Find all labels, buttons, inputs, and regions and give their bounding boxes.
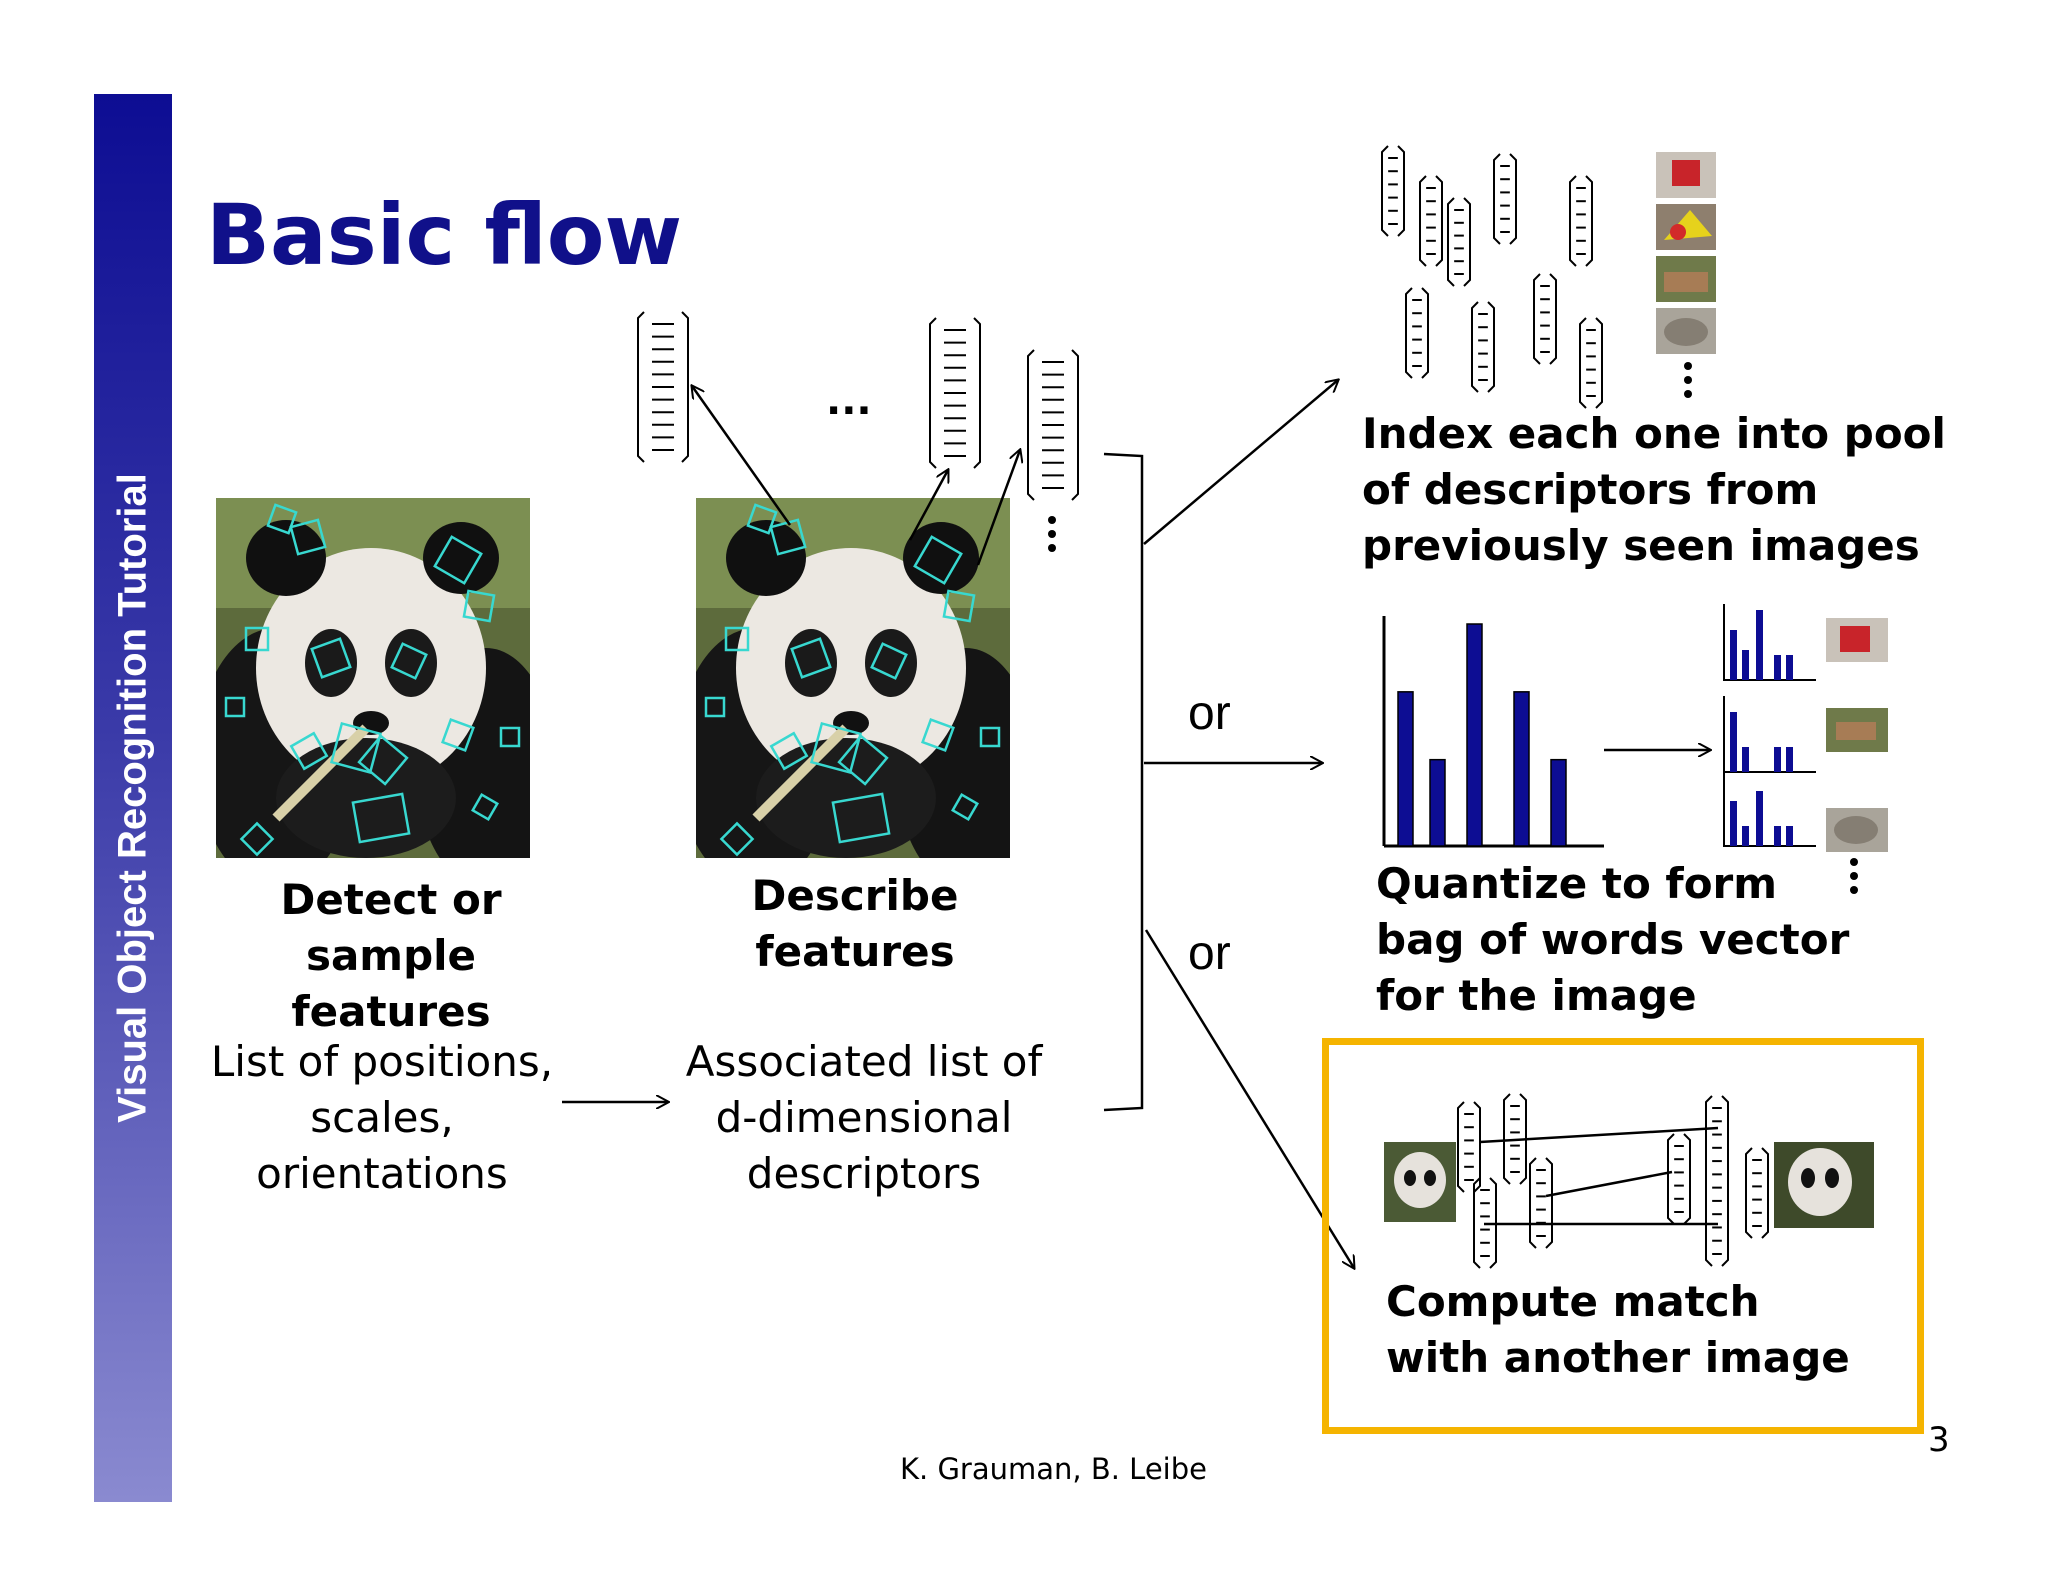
descriptor-ellipsis: ...	[826, 378, 872, 424]
arrow-to-descriptor-2	[908, 470, 948, 541]
match-descriptor-3	[1473, 1177, 1497, 1269]
detect-features-label: Detect or sample features	[280, 875, 502, 1036]
histogram-thumbnails	[1826, 618, 1888, 852]
panda-photo-describe	[696, 498, 1010, 858]
match-descriptor-5	[1667, 1133, 1691, 1225]
database-thumbnails	[1656, 152, 1716, 354]
match-line-2	[1545, 1170, 1673, 1198]
pool-descriptor-5	[1569, 175, 1593, 267]
pool-descriptor-2	[1419, 175, 1443, 267]
panda-image-detect	[216, 498, 530, 858]
options-bracket	[1103, 452, 1144, 1112]
pool-descriptor-8	[1533, 273, 1557, 365]
quantize-option-label: Quantize to form bag of words vector for…	[1376, 859, 1850, 1020]
descriptor-vector-2	[929, 317, 981, 469]
positions-description: List of positions, scales, orientations	[210, 1037, 554, 1198]
or-label-2: or	[1188, 927, 1231, 980]
pool-descriptor-4	[1493, 153, 1517, 245]
pool-descriptor-3	[1447, 197, 1471, 287]
pool-descriptor-6	[1405, 287, 1429, 379]
database-histogram-2	[1723, 696, 1816, 773]
match-illustration	[1384, 1126, 1874, 1228]
pool-descriptor-9	[1579, 317, 1603, 409]
database-histogram-1	[1723, 604, 1816, 681]
descriptors-description: Associated list of d-dimensional descrip…	[685, 1037, 1043, 1198]
match-line-1	[1479, 1126, 1719, 1144]
vertical-ellipsis-descriptors	[1048, 516, 1056, 552]
panda-image-describe	[696, 498, 1010, 858]
descriptor-vectors	[637, 145, 1769, 1269]
vertical-ellipsis-database	[1684, 362, 1692, 398]
match-descriptor-7	[1745, 1147, 1769, 1239]
arrow-to-match	[1144, 929, 1354, 1268]
describe-features-label: Describe features	[751, 871, 959, 976]
histogram-bar-2	[1429, 758, 1446, 847]
arrow-to-index	[1143, 380, 1338, 545]
page-title: Basic flow	[206, 186, 683, 284]
arrow-to-descriptor-1	[692, 386, 792, 526]
match-descriptor-6	[1705, 1095, 1729, 1267]
or-label-1: or	[1188, 687, 1231, 740]
arrow-to-descriptor-3	[976, 450, 1020, 566]
panda-photo-detect	[216, 498, 530, 858]
histogram-bar-1	[1397, 691, 1414, 847]
histogram-bar-3	[1466, 623, 1483, 847]
match-option-label: Compute match with another image	[1386, 1277, 1850, 1382]
page-number: 3	[1928, 1420, 1950, 1460]
descriptor-vector-1	[637, 311, 689, 463]
index-option-label: Index each one into pool of descriptors …	[1362, 409, 1946, 570]
footer-credit: K. Grauman, B. Leibe	[900, 1452, 1207, 1486]
pool-descriptor-1	[1381, 145, 1405, 237]
database-histograms	[1723, 604, 1816, 847]
match-option-highlight	[1322, 1038, 1924, 1434]
pool-descriptor-7	[1471, 301, 1495, 393]
descriptor-vector-3	[1027, 349, 1079, 501]
match-descriptor-1	[1457, 1101, 1481, 1193]
sidebar-banner: Visual Object Recognition Tutorial	[94, 94, 172, 1502]
histogram-bar-4	[1513, 691, 1530, 847]
vertical-ellipsis-histograms	[1850, 858, 1858, 894]
database-histogram-3	[1723, 770, 1816, 847]
histogram-bar-5	[1550, 758, 1567, 847]
bag-of-words-histogram	[1382, 616, 1604, 848]
